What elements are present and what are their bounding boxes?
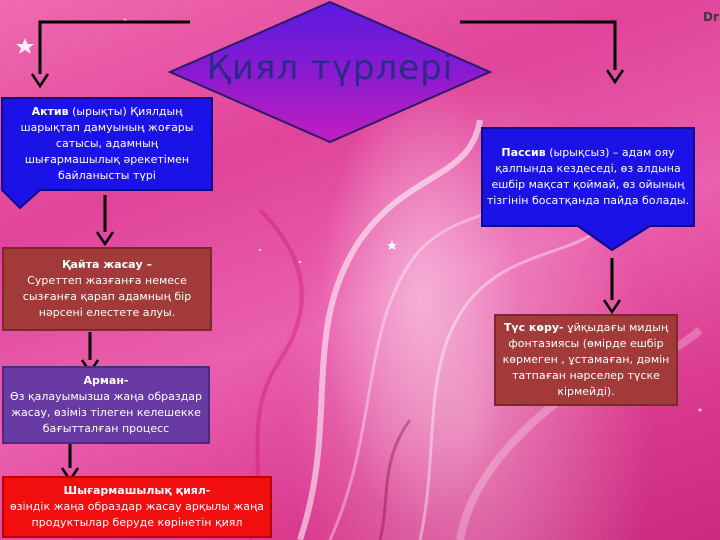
node-passive-heading: Пассив bbox=[501, 146, 546, 160]
node-dream-heading: Арман- bbox=[83, 374, 129, 388]
node-active-text: (ырықты) Қиялдың шарықтап дамуының жоғар… bbox=[20, 105, 194, 182]
node-sleep-dream-text: ұйқыдағы мидың фонтазиясы (өмірде ешбір … bbox=[502, 321, 670, 398]
connector-lines bbox=[38, 20, 617, 468]
active-callout-shape bbox=[1, 97, 213, 210]
node-sleep-dream-heading: Түс көру- bbox=[503, 321, 564, 335]
node-recreate-text: Суреттеп жазғанға немесе сызғанға қарап … bbox=[22, 274, 192, 319]
node-sleep-dream: Түс көру- ұйқыдағы мидың фонтазиясы (өмі… bbox=[494, 314, 678, 406]
star-icon bbox=[387, 240, 397, 250]
title-diamond bbox=[167, 0, 493, 144]
node-creative: Шығармашылық қиял- өзіндік жаңа образдар… bbox=[2, 476, 272, 538]
node-creative-text: өзіндік жаңа образдар жасау арқылы жаңа … bbox=[9, 500, 265, 529]
node-recreate: Қайта жасау – Суреттеп жазғанға немесе с… bbox=[2, 247, 212, 331]
passive-callout-shape bbox=[481, 127, 695, 252]
corner-label: Dr bbox=[703, 10, 719, 24]
node-dream: Арман- Өз қалауымызша жаңа образдар жаса… bbox=[2, 366, 210, 444]
node-passive-text: (ырықсыз) – адам ояу қалпында кездеседі,… bbox=[486, 146, 690, 207]
node-dream-text: Өз қалауымызша жаңа образдар жасау, өзім… bbox=[9, 390, 203, 435]
diagram-title: Қиял түрлері bbox=[206, 48, 454, 88]
node-recreate-heading: Қайта жасау – bbox=[61, 258, 153, 272]
node-passive: Пассив (ырықсыз) – адам ояу қалпында кез… bbox=[486, 138, 690, 216]
node-creative-heading: Шығармашылық қиял- bbox=[63, 484, 211, 498]
node-active: Актив (ырықты) Қиялдың шарықтап дамуының… bbox=[8, 102, 206, 186]
node-active-heading: Актив bbox=[31, 105, 69, 119]
star-icon bbox=[16, 38, 34, 54]
